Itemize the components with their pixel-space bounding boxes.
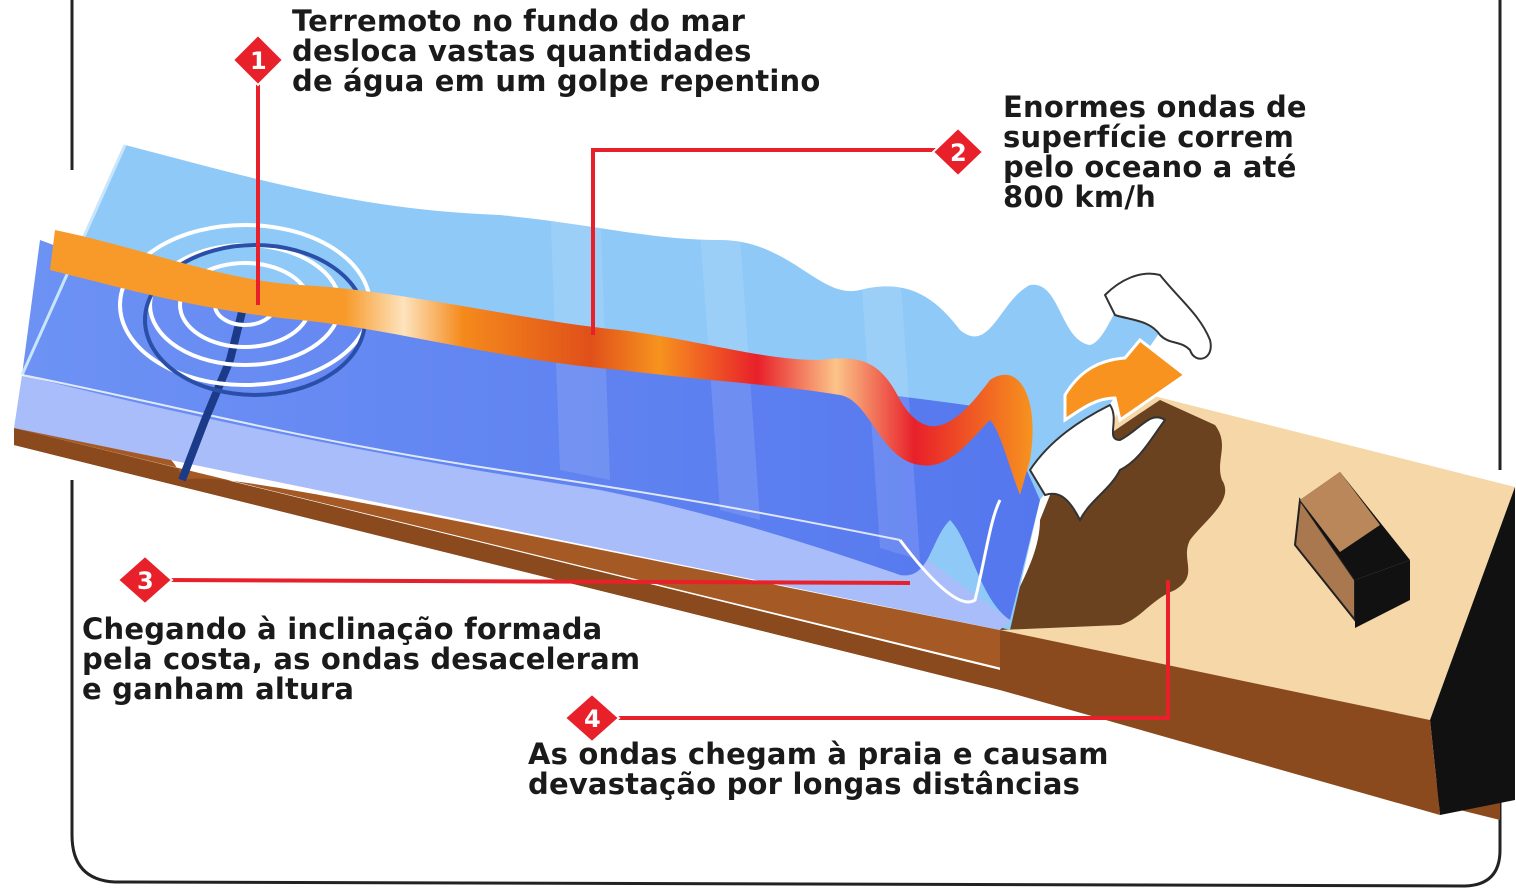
badge-1: 1 (231, 33, 285, 87)
callout-1-line-1: Terremoto no fundo do mar (292, 4, 746, 38)
ocean (14, 144, 1175, 630)
callout-4-line-2: devastação por longas distâncias (528, 767, 1081, 801)
callout-text-1: Terremoto no fundo do mar desloca vastas… (292, 6, 820, 96)
wave-arrow-icon (50, 230, 1188, 495)
callout-1-line-2: desloca vastas quantidades (292, 34, 752, 68)
callout-1-line-3: de água em um golpe repentino (292, 64, 821, 98)
badge-3: 3 (116, 554, 174, 606)
mud-zone (1000, 400, 1226, 630)
callout-3-line-2: pela costa, as ondas desaceleram (82, 642, 641, 676)
callout-2-line-1: Enormes ondas de (1003, 90, 1307, 124)
foam (1028, 272, 1212, 523)
callout-2-line-2: superfície correm (1003, 120, 1295, 154)
callout-2-line-3: pelo oceano a até (1003, 150, 1297, 184)
badge-4: 4 (563, 692, 621, 744)
callout-text-3: Chegando à inclinação formada pela costa… (82, 614, 640, 704)
callout-3-line-1: Chegando à inclinação formada (82, 612, 603, 646)
callout-lines (159, 78, 1170, 720)
svg-text:3: 3 (137, 567, 154, 595)
svg-text:2: 2 (950, 139, 967, 167)
callout-text-4: As ondas chegam à praia e causam devasta… (528, 739, 1109, 799)
svg-text:4: 4 (584, 705, 601, 733)
badge-2: 2 (931, 126, 985, 178)
callout-text-2: Enormes ondas de superfície correm pelo … (1003, 92, 1307, 212)
beach (1000, 390, 1515, 815)
callout-4-line-1: As ondas chegam à praia e causam (528, 737, 1109, 771)
callout-2-line-4: 800 km/h (1003, 180, 1156, 214)
house-icon (1293, 472, 1410, 628)
svg-text:1: 1 (250, 47, 267, 75)
callout-3-line-3: e ganham altura (82, 672, 355, 706)
frame (70, 0, 1502, 888)
